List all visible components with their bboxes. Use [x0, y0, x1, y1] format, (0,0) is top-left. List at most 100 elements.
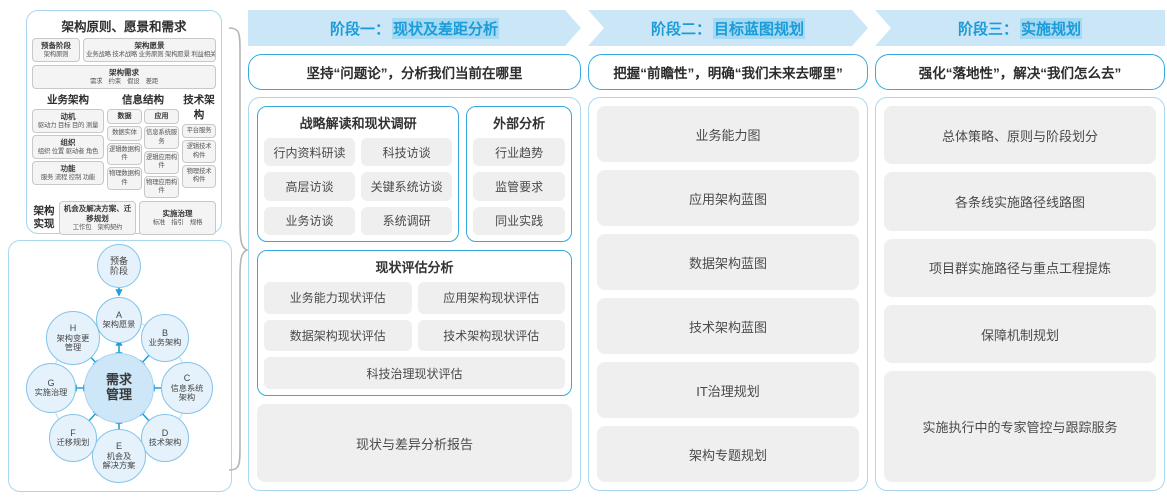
- phase-1-title: 现状及差距分析: [392, 18, 499, 39]
- research-item: 高层访谈: [264, 172, 356, 201]
- research-item: 科技访谈: [361, 138, 453, 167]
- strategy-research-title: 战略解读和现状调研: [299, 116, 417, 131]
- assessment-title: 现状评估分析: [375, 260, 454, 275]
- data-header-box: 数据: [107, 109, 142, 125]
- deliverable-item: IT治理规划: [597, 362, 859, 418]
- deliverable-item: 实施执行中的专家管控与跟踪服务: [884, 371, 1156, 483]
- phase-1-band: 阶段一：现状及差距分析: [248, 10, 581, 46]
- information-structure-column: 信息结构 数据 数据实体 逻辑数据构件 物理数据构件 应用 信息系统服务 逻辑应…: [107, 92, 179, 199]
- architecture-requirements-box: 架构需求 需求 约束 假设 差距: [32, 65, 216, 90]
- phase-2-subtitle: 把握“前瞻性”，明确“我们未来去哪里”: [588, 54, 868, 90]
- principles-vision-requirements-panel: 架构原则、愿景和需求 预备阶段 架构原则 架构愿景 业务战略 技术战略 业务原则…: [26, 10, 222, 236]
- brace-icon: [228, 27, 250, 471]
- research-item: 关键系统访谈: [361, 172, 453, 201]
- technical-architecture-column: 技术架构 平台服务 逻辑技术构件 物理技术构件: [182, 92, 216, 198]
- phase-2-title: 目标蓝图规划: [713, 18, 805, 39]
- phase-1-content: 战略解读和现状调研 行内资料研读 科技访谈 高层访谈 关键系统访谈 业务访谈 系…: [248, 97, 581, 491]
- application-header-box: 应用: [144, 109, 179, 125]
- phase-1-subtitle: 坚持“问题论”，分析我们当前在哪里: [248, 54, 581, 90]
- assessment-item: 技术架构现状评估: [417, 319, 565, 352]
- organization-box: 组织 组织 位置 驱动者 角色: [32, 135, 104, 160]
- phase-2-band: 阶段二：目标蓝图规划: [588, 10, 868, 46]
- phase-2-prefix: 阶段二：: [650, 20, 711, 38]
- technical-architecture-header: 技术架构: [183, 94, 215, 122]
- external-analysis-title: 外部分析: [493, 116, 546, 131]
- gap-analysis-report-box: 现状与差异分析报告: [257, 404, 572, 482]
- prep-phase-sub: 架构原则: [43, 50, 69, 58]
- external-item: 监管要求: [473, 172, 565, 201]
- panel-title: 架构原则、愿景和需求: [61, 20, 187, 34]
- deliverable-item: 数据架构蓝图: [597, 234, 859, 290]
- physical-app-box: 物理应用构件: [144, 175, 179, 199]
- phase-3-subtitle: 强化“落地性”，解决“我们怎么去”: [875, 54, 1165, 90]
- physical-tech-box: 物理技术构件: [182, 165, 216, 188]
- deliverable-item: 保障机制规划: [884, 304, 1156, 364]
- assessment-item: 数据架构现状评估: [264, 319, 412, 352]
- function-box: 功能 服务 流程 控制 功能: [32, 161, 104, 186]
- architecture-vision-box: 架构愿景 业务战略 技术战略 业务原则 架构愿景 利益相关者: [83, 38, 216, 63]
- opportunities-migration-box: 机会及解决方案、迁移规划 工作包 架构契约: [59, 201, 136, 236]
- vision-sub: 业务战略 技术战略 业务原则 架构愿景 利益相关者: [86, 50, 216, 58]
- deliverable-item: 架构专题规划: [597, 426, 859, 482]
- deliverable-item: 项目群实施路径与重点工程提炼: [884, 238, 1156, 297]
- phase-2-content: 业务能力图 应用架构蓝图 数据架构蓝图 技术架构蓝图 IT治理规划 架构专题规划: [588, 97, 868, 491]
- deliverable-item: 总体策略、原则与阶段划分: [884, 106, 1156, 165]
- adm-node-requirements-management: 需求管理: [84, 353, 154, 423]
- assessment-item: 应用架构现状评估: [417, 282, 565, 314]
- deliverable-item: 技术架构蓝图: [597, 298, 859, 354]
- requirements-sub: 需求 约束 假设 差距: [89, 77, 159, 85]
- motivation-title: 动机: [60, 112, 76, 122]
- requirements-title: 架构需求: [109, 68, 139, 78]
- motivation-box: 动机 驱动力 目标 目的 测量: [32, 109, 104, 134]
- deliverable-item: 业务能力图: [597, 106, 859, 162]
- strategy-research-box: 战略解读和现状调研 行内资料研读 科技访谈 高层访谈 关键系统访谈 业务访谈 系…: [257, 106, 460, 242]
- business-architecture-header: 业务架构: [47, 94, 89, 107]
- phase-3-content: 总体策略、原则与阶段划分 各条线实施路径线路图 项目群实施路径与重点工程提炼 保…: [875, 97, 1165, 491]
- phase-1-prefix: 阶段一：: [329, 20, 390, 38]
- research-item: 业务访谈: [264, 206, 356, 235]
- function-sub: 服务 流程 控制 功能: [40, 174, 96, 182]
- motivation-sub: 驱动力 目标 目的 测量: [37, 121, 99, 129]
- information-structure-header: 信息结构: [122, 94, 164, 107]
- phase-2-column: 阶段二：目标蓝图规划 把握“前瞻性”，明确“我们未来去哪里” 业务能力图 应用架…: [588, 10, 868, 491]
- implementation-governance-box: 实施治理 标准 指引 规格: [139, 201, 216, 236]
- research-item: 系统调研: [361, 206, 453, 235]
- data-entity-box: 数据实体: [107, 126, 142, 141]
- prep-phase-box: 预备阶段 架构原则: [32, 38, 80, 63]
- phase-3-title: 实施规划: [1020, 17, 1083, 39]
- external-item: 同业实践: [473, 206, 565, 235]
- adm-node-prep: 预备阶段: [97, 244, 141, 288]
- current-state-assessment-box: 现状评估分析 业务能力现状评估 应用架构现状评估 数据架构现状评估 技术架构现状…: [257, 250, 572, 396]
- deliverable-item: 应用架构蓝图: [597, 170, 859, 226]
- platform-service-box: 平台服务: [182, 124, 216, 139]
- deliverable-item: 各条线实施路径线路图: [884, 172, 1156, 231]
- vision-title: 架构愿景: [134, 41, 165, 50]
- physical-data-box: 物理数据构件: [107, 167, 142, 190]
- logical-app-box: 逻辑应用构件: [144, 150, 179, 174]
- logical-tech-box: 逻辑技术构件: [182, 140, 216, 164]
- phase-3-band: 阶段三：实施规划: [875, 10, 1165, 46]
- business-architecture-column: 业务架构 动机 驱动力 目标 目的 测量 组织 组织 位置 驱动者 角色 功能 …: [32, 92, 104, 198]
- research-item: 行内资料研读: [264, 138, 356, 167]
- phase-3-column: 阶段三：实施规划 强化“落地性”，解决“我们怎么去” 总体策略、原则与阶段划分 …: [875, 10, 1165, 491]
- prep-phase-title: 预备阶段: [41, 41, 71, 50]
- phase-1-column: 阶段一：现状及差距分析 坚持“问题论”，分析我们当前在哪里 战略解读和现状调研 …: [248, 10, 581, 491]
- organization-sub: 组织 位置 驱动者 角色: [37, 147, 99, 155]
- architecture-realization-label: 架构实现: [33, 205, 55, 231]
- organization-title: 组织: [60, 138, 76, 148]
- function-title: 功能: [60, 164, 76, 174]
- external-item: 行业趋势: [473, 138, 565, 167]
- phase-3-prefix: 阶段三：: [957, 20, 1018, 38]
- external-analysis-box: 外部分析 行业趋势 监管要求 同业实践: [466, 106, 572, 242]
- assessment-item: 科技治理现状评估: [264, 357, 565, 389]
